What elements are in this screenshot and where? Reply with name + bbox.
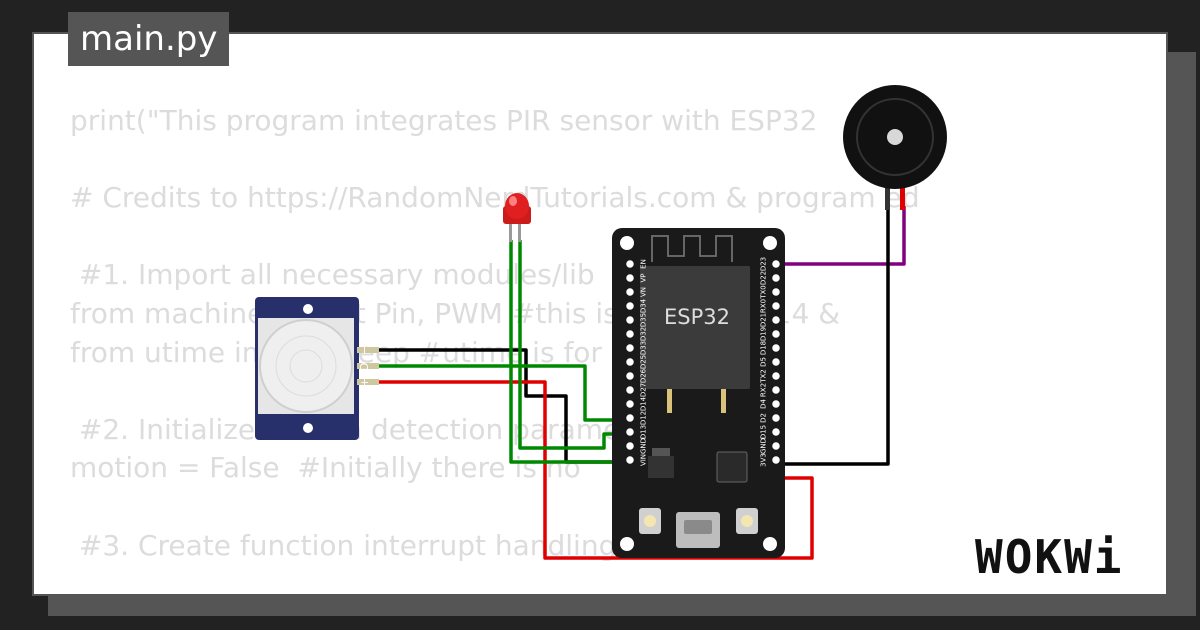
esp32-right-pin-gnd[interactable] <box>770 440 782 452</box>
esp32-left-pin-label: GND <box>640 438 648 454</box>
esp32-left-pin-d34[interactable] <box>624 300 636 312</box>
red-led[interactable] <box>503 193 531 242</box>
esp32-right-pin-d21[interactable] <box>770 314 782 326</box>
esp32-left-pin-label: VIN <box>640 454 648 466</box>
esp32-left-pin-label: D26 <box>640 368 648 383</box>
esp32-right-pin-label: 3V3 <box>760 453 768 467</box>
esp32-left-pin-vn[interactable] <box>624 286 636 298</box>
esp32-right-pin-label: D22 <box>760 271 768 285</box>
esp32-left-pin-label: D27 <box>640 383 648 397</box>
esp32-right-pin-label: TX2 <box>760 369 768 384</box>
esp32-right-pin-d22[interactable] <box>770 272 782 284</box>
esp32-right-pin-d19[interactable] <box>770 328 782 340</box>
wire-buzzer-signal[interactable] <box>776 206 906 266</box>
esp32-left-pin-vp[interactable] <box>624 272 636 284</box>
esp32-right-pin-d23[interactable] <box>770 258 782 270</box>
esp32-left-pin-label: D34 <box>640 298 648 313</box>
esp32-right-pin-label: RX2 <box>760 383 768 397</box>
esp32-right-pin-label: D21 <box>760 313 768 327</box>
file-tab-main-py[interactable]: main.py <box>68 12 230 66</box>
esp32-right-pin-label: TX0 <box>760 285 768 300</box>
esp32-left-pin-d14[interactable] <box>624 398 636 410</box>
esp32-right-pin-label: D18 <box>760 341 768 355</box>
esp32-left-pin-label: EN <box>640 259 648 269</box>
esp32-board[interactable]: ESP32 ENVPVND34D35D32D33D25D26D27D14D12D… <box>612 228 785 558</box>
esp32-right-pin-d15[interactable] <box>770 426 782 438</box>
pir-pin-label-gnd: − <box>358 346 371 355</box>
esp32-chip-label: ESP32 <box>664 305 730 329</box>
esp32-left-pin-d12[interactable] <box>624 412 636 424</box>
esp32-right-pin-rx2[interactable] <box>770 384 782 396</box>
preview-card: print("This program integrates PIR senso… <box>32 32 1168 596</box>
esp32-left-pin-header: EN VP VND34D35D32D33D25D26D27D14D12D13GNDV… <box>624 258 648 466</box>
buzzer[interactable] <box>843 85 947 210</box>
esp32-right-pin-label: D4 <box>760 399 768 409</box>
wire-led-cathode[interactable] <box>509 240 630 464</box>
esp32-left-pin-d35[interactable] <box>624 314 636 326</box>
esp32-right-pin-d4[interactable] <box>770 398 782 410</box>
esp32-left-pin-label: D12 <box>640 411 648 425</box>
esp32-left-pin-label: D35 <box>640 313 648 327</box>
esp32-right-pin-label: D19 <box>760 327 768 341</box>
code-line: #1. Import all necessary modules/lib <box>70 258 595 292</box>
esp32-left-pin-label: D14 <box>640 396 648 411</box>
pir-pin-label-vcc: + <box>358 378 371 387</box>
esp32-left-pin-gnd[interactable] <box>624 440 636 452</box>
wokwi-logo: WOKWi <box>975 530 1124 584</box>
esp32-right-pin-label: GND <box>760 438 768 454</box>
esp32-right-pin-3v3[interactable] <box>770 454 782 466</box>
esp32-right-pin-d5[interactable] <box>770 356 782 368</box>
code-line: #3. Create function interrupt handling <box>70 528 617 562</box>
wire-pir-signal[interactable] <box>378 364 630 422</box>
esp32-left-pin-en[interactable] <box>624 258 636 270</box>
esp32-right-pin-tx2[interactable] <box>770 370 782 382</box>
esp32-left-pin-d27[interactable] <box>624 384 636 396</box>
esp32-left-pin-d25[interactable] <box>624 356 636 368</box>
code-line: motion = False #Initially there is no <box>70 451 581 485</box>
esp32-left-pin-label: D13 <box>640 425 648 439</box>
esp32-right-pin-header: D23D22TX0RX0D21D19D18D5TX2RX2D4D2D15GND3… <box>760 257 782 467</box>
esp32-left-pin-label: D33 <box>640 341 648 355</box>
esp32-left-pin-d32[interactable] <box>624 328 636 340</box>
pir-sensor[interactable]: − D + <box>255 297 379 440</box>
esp32-left-pin-d33[interactable] <box>624 342 636 354</box>
code-line: # Credits to https://RandomNerdTutorials… <box>70 181 920 215</box>
esp32-right-pin-tx0[interactable] <box>770 286 782 298</box>
esp32-left-pin-label: VN <box>640 287 648 297</box>
esp32-right-pin-rx0[interactable] <box>770 300 782 312</box>
esp32-left-pin-label: VP <box>640 273 648 282</box>
esp32-left-pin-label: D25 <box>640 355 648 369</box>
esp32-right-pin-label: D15 <box>760 425 768 439</box>
esp32-right-pin-label: D23 <box>760 257 768 271</box>
esp32-right-pin-label: D5 <box>760 357 768 367</box>
esp32-right-pin-d18[interactable] <box>770 342 782 354</box>
pir-pin-label-data: D <box>358 363 371 371</box>
code-line: print("This program integrates PIR senso… <box>70 104 818 137</box>
esp32-right-pin-label: RX0 <box>760 299 768 313</box>
esp32-right-pin-label: D2 <box>760 413 768 423</box>
wire-buzzer-gnd[interactable] <box>776 206 890 466</box>
esp32-left-pin-d13[interactable] <box>624 426 636 438</box>
esp32-left-pin-d26[interactable] <box>624 370 636 382</box>
esp32-left-pin-vin[interactable] <box>624 454 636 466</box>
esp32-right-pin-d2[interactable] <box>770 412 782 424</box>
esp32-left-pin-label: D32 <box>640 327 648 341</box>
